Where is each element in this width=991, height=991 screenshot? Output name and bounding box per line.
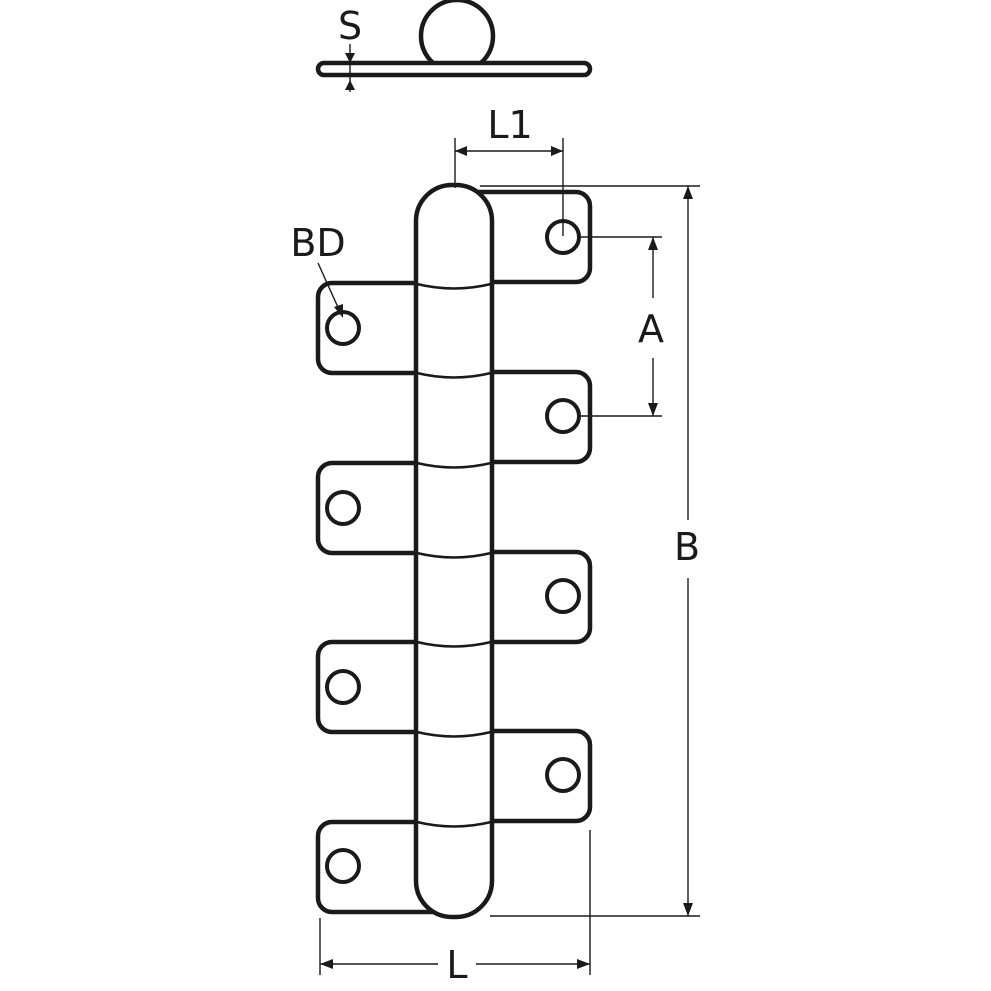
hole	[545, 578, 581, 614]
l1-arrow-left	[455, 146, 467, 156]
hole	[325, 848, 361, 884]
hole	[325, 490, 361, 526]
label-a: A	[638, 307, 664, 351]
b-arrow-down	[683, 903, 693, 916]
dimension-l: L	[319, 830, 591, 987]
knuckle-line	[416, 371, 492, 379]
hole	[325, 669, 361, 705]
label-l: L	[446, 943, 467, 987]
side-view: S	[315, 0, 593, 92]
s-arrow-down	[345, 53, 355, 63]
s-arrow-up	[345, 80, 355, 90]
knuckle-line	[416, 820, 492, 828]
mounting-holes	[325, 219, 581, 884]
dimension-l1: L1	[454, 103, 564, 236]
knuckle-line	[416, 551, 492, 559]
hole	[545, 757, 581, 793]
side-view-plate	[315, 60, 593, 78]
b-arrow-up	[683, 186, 693, 199]
bd-arrow	[334, 304, 343, 318]
barrel	[413, 182, 495, 920]
knuckle-line	[416, 640, 492, 648]
barrel-body	[413, 182, 495, 920]
bd-leader	[317, 262, 342, 315]
label-bd: BD	[290, 221, 345, 265]
l-arrow-right	[577, 959, 590, 969]
l-arrow-left	[320, 959, 333, 969]
label-l1: L1	[487, 103, 532, 147]
knuckle-line	[416, 730, 492, 738]
hole	[545, 398, 581, 434]
a-arrow-down	[648, 403, 658, 416]
l1-arrow-right	[551, 146, 563, 156]
label-b: B	[674, 525, 700, 569]
label-s: S	[338, 4, 362, 48]
knuckle-line	[416, 461, 492, 469]
knuckle-line	[416, 282, 492, 290]
dimension-bd: BD	[290, 221, 346, 318]
dimension-a: A	[580, 236, 664, 417]
dimension-b: B	[480, 185, 700, 917]
a-arrow-up	[648, 237, 658, 250]
